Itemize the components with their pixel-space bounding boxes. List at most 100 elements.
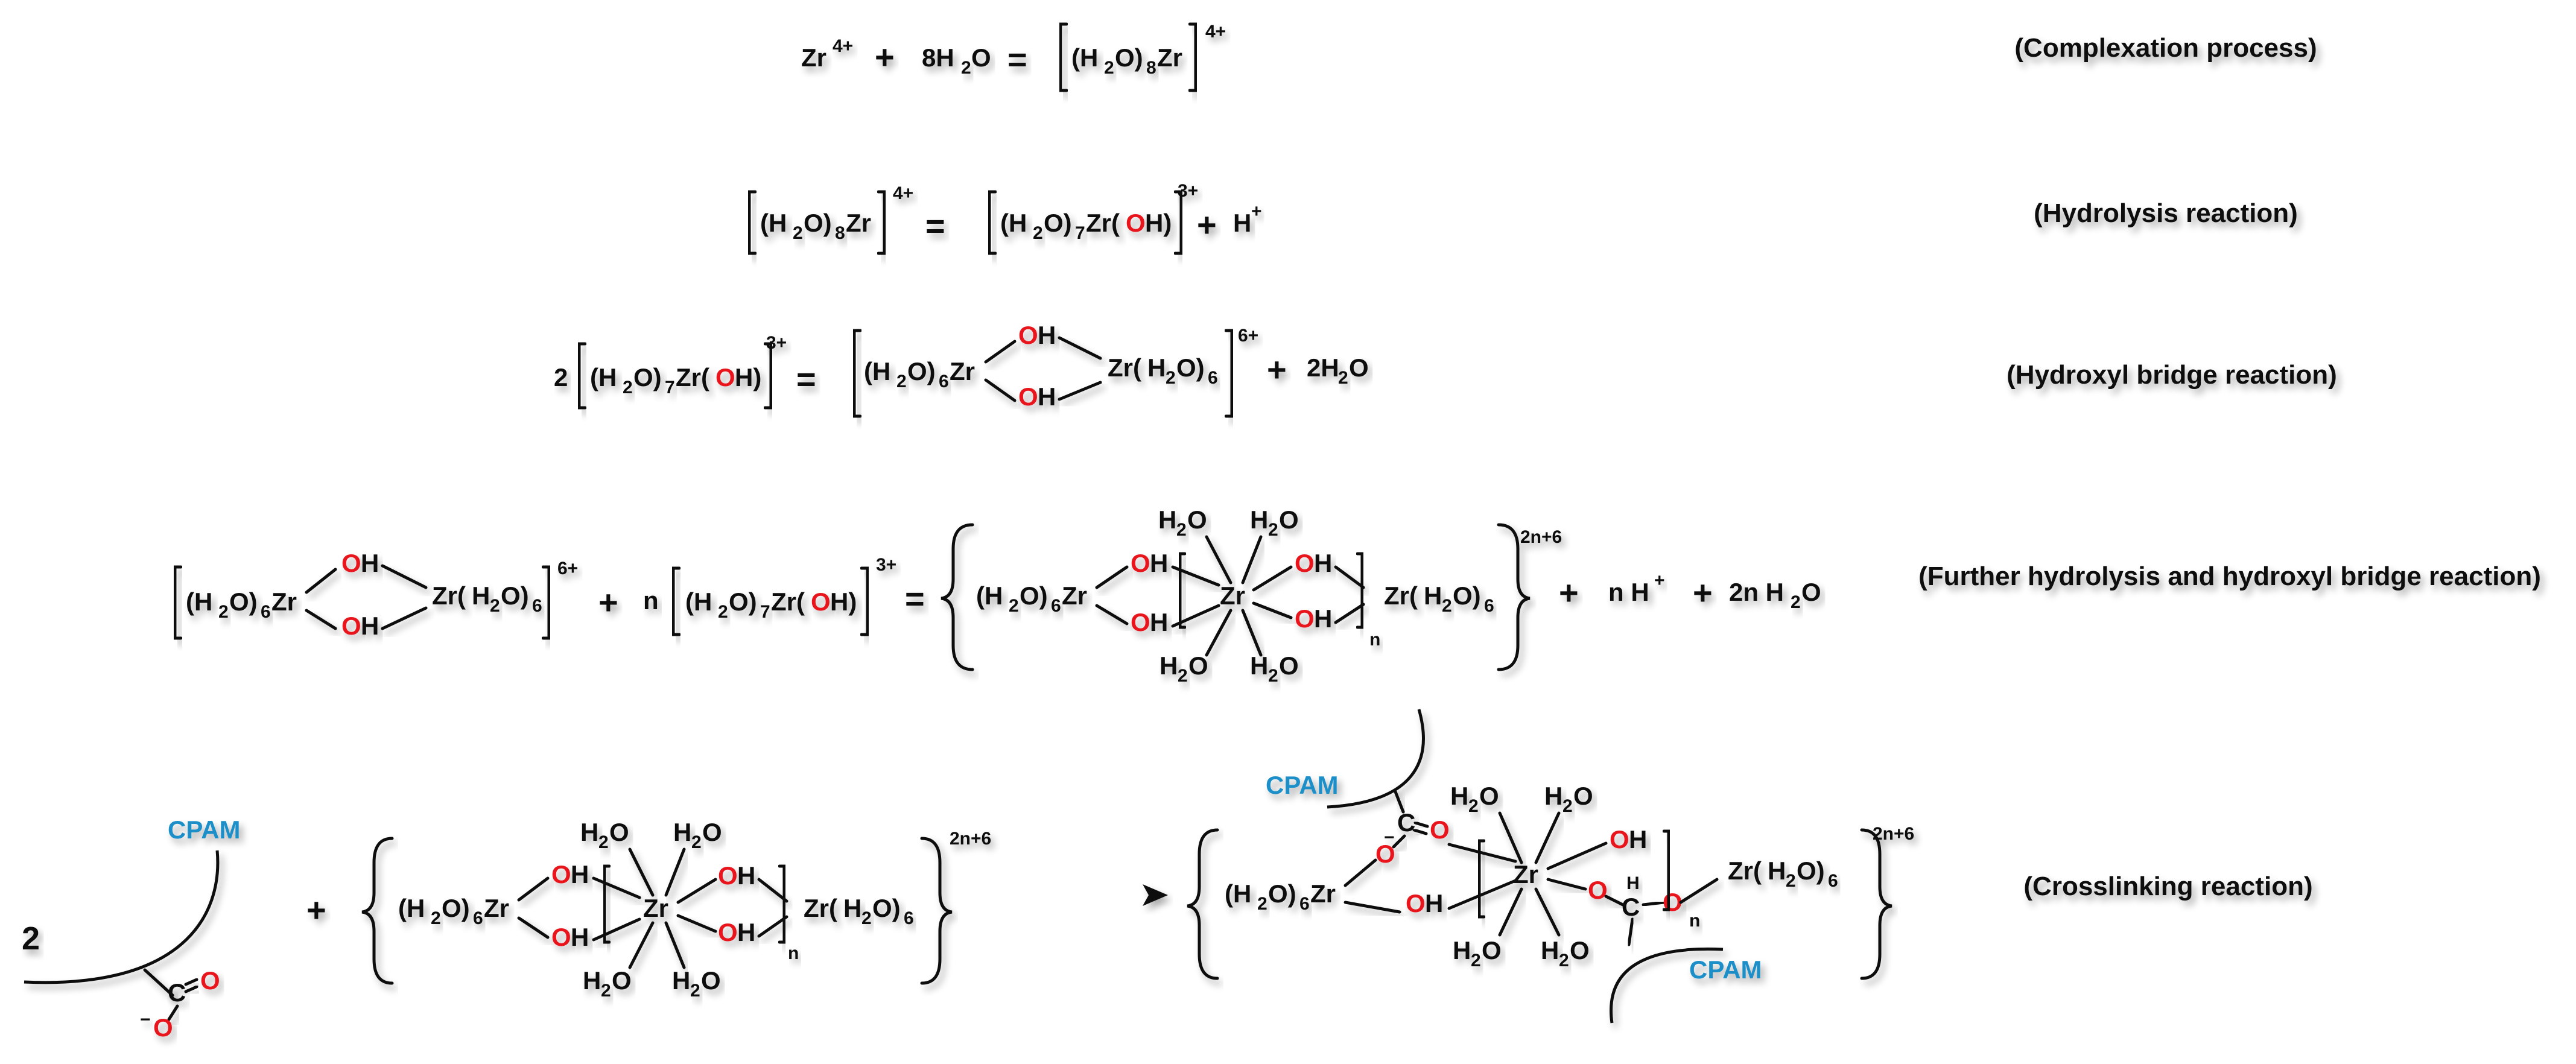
bracket-repeat-right bbox=[778, 864, 786, 944]
bond bbox=[628, 921, 655, 969]
complex-oxygen: O) bbox=[1115, 43, 1143, 72]
plus-sign: + bbox=[1267, 350, 1287, 388]
bond bbox=[1241, 609, 1263, 657]
subscript: 2 bbox=[1268, 520, 1278, 540]
cpam-label: CPAM bbox=[1689, 955, 1762, 984]
proton-charge: + bbox=[1654, 571, 1665, 591]
bracket-left bbox=[173, 565, 183, 640]
water-coefficient: 2H bbox=[1307, 353, 1339, 382]
bracket-left bbox=[577, 342, 587, 410]
subscript: 2 bbox=[1176, 520, 1187, 540]
subscript: 2 bbox=[1786, 871, 1796, 891]
proton-n: n H bbox=[1608, 578, 1649, 606]
complex-open: (H bbox=[1071, 43, 1098, 72]
subscript: 2 bbox=[598, 832, 609, 852]
bridge-h: H bbox=[1629, 825, 1647, 853]
bracket-repeat-right bbox=[1662, 829, 1670, 911]
aqua-ligand: H bbox=[1250, 651, 1268, 680]
subscript: 2 bbox=[896, 372, 907, 391]
bridge-oxygen: O bbox=[1406, 889, 1426, 917]
aqua-o: O bbox=[1187, 505, 1207, 534]
carbonyl-oxygen: O bbox=[1430, 815, 1450, 844]
double-bond bbox=[1412, 828, 1428, 835]
charge: 3+ bbox=[766, 333, 787, 353]
n-coefficient: n bbox=[643, 586, 659, 615]
subscript: 2 bbox=[793, 223, 803, 243]
ligand-o: O) bbox=[501, 581, 529, 610]
plus-sign: + bbox=[306, 891, 326, 929]
subscript: 6 bbox=[1208, 368, 1218, 388]
aqua-ligand: H bbox=[672, 966, 690, 995]
bridge-oxygen: O bbox=[718, 861, 738, 890]
bridge-oxygen: O bbox=[1295, 604, 1315, 633]
subscript: 2 bbox=[1009, 596, 1019, 616]
cpam-polymer-chain bbox=[24, 850, 220, 984]
hydroxyl-oxygen: O bbox=[1126, 209, 1146, 237]
bracket-left bbox=[1059, 22, 1068, 92]
bond bbox=[592, 876, 641, 899]
zr-right: Zr( bbox=[804, 894, 837, 922]
aqua-o: O bbox=[612, 966, 632, 995]
bridge-h-bottom: H bbox=[1038, 382, 1056, 411]
aqua-o: O bbox=[702, 818, 722, 846]
ligand-o: O) bbox=[1176, 353, 1205, 382]
bridge-h-bottom: H bbox=[361, 612, 379, 640]
zr-left: Zr bbox=[950, 357, 975, 385]
subscript: 2 bbox=[1471, 951, 1481, 971]
complex-oxygen: O) bbox=[907, 357, 936, 385]
zr-bridged: Zr bbox=[1513, 860, 1538, 888]
bracket-repeat-left bbox=[1178, 552, 1187, 629]
bond bbox=[1334, 565, 1365, 589]
subscript: 6 bbox=[1828, 871, 1838, 891]
bond bbox=[1241, 535, 1263, 584]
bracket-left bbox=[747, 190, 757, 255]
subscript: 2 bbox=[1166, 368, 1176, 388]
aqua-o: O bbox=[1188, 651, 1208, 680]
zr-right: Zr( bbox=[1384, 581, 1418, 610]
bond bbox=[1344, 858, 1377, 887]
bridge-oxygen-top: O bbox=[1018, 321, 1038, 349]
charge: 3+ bbox=[876, 555, 896, 575]
complex-oxygen: O) bbox=[442, 894, 470, 922]
hydrogen: H bbox=[1626, 873, 1640, 893]
repeat-n: n bbox=[1689, 911, 1700, 931]
complex-open: (H bbox=[760, 209, 787, 237]
bond bbox=[984, 378, 1017, 402]
aqua-ligand: H bbox=[673, 818, 691, 846]
bond bbox=[676, 878, 717, 904]
equation-crosslinking: 2 CPAM C O − O + (H 2 O) 6 Zr O H O H Zr… bbox=[22, 709, 1914, 1042]
complex-open: (H bbox=[186, 587, 212, 616]
hydroxyl-h: H) bbox=[830, 587, 857, 616]
equation-hydroxyl-bridge: 2 (H 2 O) 7 Zr( O H) 3+ = (H 2 O) 6 Zr O… bbox=[554, 321, 1369, 418]
carbon: C bbox=[168, 978, 186, 1007]
bond bbox=[664, 847, 686, 897]
bridge-h: H bbox=[1425, 889, 1443, 917]
zr-ion: Zr bbox=[801, 43, 826, 72]
reaction-arrow-head bbox=[1143, 884, 1168, 906]
bond bbox=[1498, 811, 1523, 864]
carbonyl-oxygen: O bbox=[200, 966, 220, 995]
aqua-o: O bbox=[1573, 782, 1593, 810]
zr-bridged: Zr bbox=[1220, 581, 1245, 610]
equals-sign: = bbox=[796, 360, 816, 398]
label-further-hydrolysis: (Further hydrolysis and hydroxyl bridge … bbox=[1918, 562, 2541, 591]
bridge-oxygen: O bbox=[551, 860, 571, 888]
bond bbox=[1447, 843, 1517, 863]
equation-further-hydrolysis: (H 2 O) 6 Zr O H O H Zr( H 2 O) 6 6+ + n… bbox=[173, 505, 1821, 686]
subscript: 6 bbox=[904, 908, 914, 928]
bridge-h: H bbox=[571, 923, 589, 951]
aqua-o: O bbox=[1479, 782, 1499, 810]
label-hydrolysis: (Hydrolysis reaction) bbox=[2034, 198, 2298, 228]
bond bbox=[1627, 917, 1634, 946]
bridge-oxygen: O bbox=[1131, 549, 1150, 577]
bond bbox=[381, 606, 428, 630]
subscript: 2 bbox=[431, 908, 441, 928]
water-oxygen: O bbox=[1349, 353, 1369, 382]
ligand-h: H bbox=[843, 894, 861, 922]
subscript: 8 bbox=[835, 223, 845, 243]
charge: 6+ bbox=[557, 559, 578, 578]
bond bbox=[984, 340, 1017, 364]
aqua-ligand: H bbox=[1250, 505, 1268, 534]
charge: 2n+6 bbox=[1520, 527, 1562, 547]
zr-center: Zr bbox=[1157, 43, 1182, 72]
